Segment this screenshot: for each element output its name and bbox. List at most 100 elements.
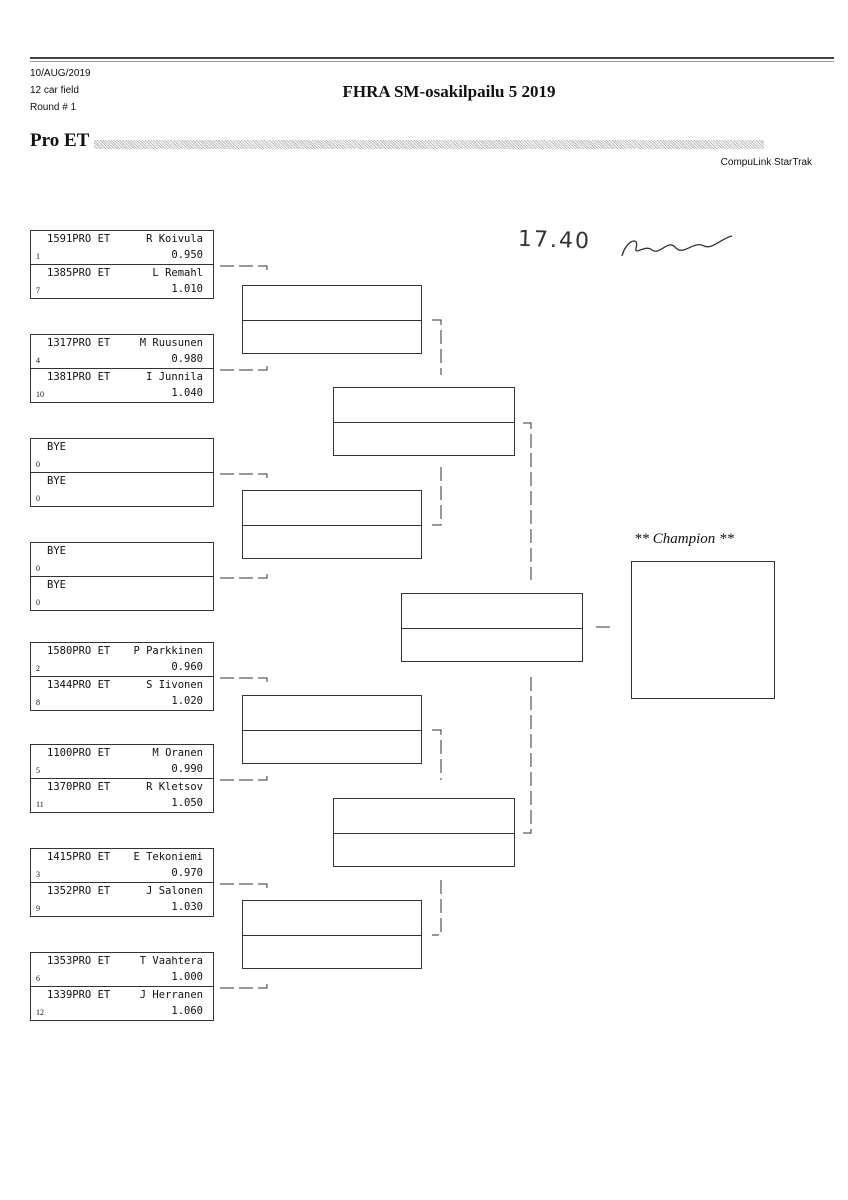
driver-name: T Vaahtera: [139, 955, 203, 967]
match-pair: 1415PRO ET E Tekoniemi 0.970 3 1352PRO ET J S…: [30, 848, 214, 917]
final-box: [401, 593, 583, 662]
seed-number: 10: [36, 390, 44, 399]
racer-slot: 1370PRO ET R Kletsov 1.050 11: [31, 778, 213, 812]
driver-name: R Kletsov: [146, 781, 203, 793]
event-date: 10/AUG/2019: [30, 68, 91, 79]
seed-number: 2: [36, 664, 40, 673]
seed-number: 0: [36, 494, 40, 503]
top-rule: [30, 57, 834, 59]
driver-name: L Remahl: [152, 267, 203, 279]
driver-name: J Salonen: [146, 885, 203, 897]
dial-in: 1.000: [171, 971, 203, 983]
round-2-box: [242, 695, 422, 764]
handwritten-signature: [621, 235, 733, 257]
class-shade-bar: [94, 140, 764, 149]
racer-slot: BYE 0: [31, 576, 213, 610]
dial-in: 0.950: [171, 249, 203, 261]
dial-in: 0.960: [171, 661, 203, 673]
match-pair: 1580PRO ET P Parkkinen 0.960 2 1344PRO ET S I…: [30, 642, 214, 711]
seed-number: 1: [36, 252, 40, 261]
car-number: 1591PRO ET: [47, 233, 111, 245]
driver-name: I Junnila: [146, 371, 203, 383]
seed-number: 3: [36, 870, 40, 879]
champion-box: [631, 561, 775, 699]
car-number: 1385PRO ET: [47, 267, 111, 279]
racer-slot: BYE 0: [31, 472, 213, 506]
racer-slot: 1580PRO ET P Parkkinen 0.960 2: [31, 643, 213, 676]
driver-name: S Iivonen: [146, 679, 203, 691]
dial-in: 1.060: [171, 1005, 203, 1017]
driver-name: M Ruusunen: [139, 337, 203, 349]
car-number: BYE: [47, 475, 66, 487]
seed-number: 9: [36, 904, 40, 913]
event-title: FHRA SM-osakilpailu 5 2019: [342, 82, 556, 101]
car-number: 1317PRO ET: [47, 337, 111, 349]
seed-number: 0: [36, 598, 40, 607]
top-rule-thin: [30, 61, 834, 62]
racer-slot: BYE 0: [31, 439, 213, 472]
round-2-box: [242, 490, 422, 559]
seed-number: 7: [36, 286, 40, 295]
round-2-box: [242, 900, 422, 969]
racer-slot: 1352PRO ET J Salonen 1.030 9: [31, 882, 213, 916]
seed-number: 0: [36, 460, 40, 469]
car-number: 1100PRO ET: [47, 747, 111, 759]
car-number: 1580PRO ET: [47, 645, 111, 657]
car-number: 1353PRO ET: [47, 955, 111, 967]
car-number: 1381PRO ET: [47, 371, 111, 383]
dial-in: 0.970: [171, 867, 203, 879]
dial-in: 1.040: [171, 387, 203, 399]
round-3-box: [333, 387, 515, 456]
class-name: Pro ET: [30, 130, 90, 151]
driver-name: E Tekoniemi: [133, 851, 203, 863]
seed-number: 12: [36, 1008, 44, 1017]
racer-slot: 1381PRO ET I Junnila 1.040 10: [31, 368, 213, 402]
car-number: 1415PRO ET: [47, 851, 111, 863]
seed-number: 11: [36, 800, 44, 809]
bracket-connectors: [220, 265, 614, 989]
champion-label: ** Champion **: [634, 531, 735, 547]
seed-number: 6: [36, 974, 40, 983]
racer-slot: 1344PRO ET S Iivonen 1.020 8: [31, 676, 213, 710]
round-number: Round # 1: [30, 102, 77, 113]
racer-slot: 1415PRO ET E Tekoniemi 0.970 3: [31, 849, 213, 882]
driver-name: M Oranen: [152, 747, 203, 759]
dial-in: 1.010: [171, 283, 203, 295]
match-pair: 1353PRO ET T Vaahtera 1.000 6 1339PRO ET J He…: [30, 952, 214, 1021]
field-size: 12 car field: [30, 85, 79, 96]
round-3-box: [333, 798, 515, 867]
car-number: 1344PRO ET: [47, 679, 111, 691]
match-pair: 1317PRO ET M Ruusunen 0.980 4 1381PRO ET I Ju…: [30, 334, 214, 403]
racer-slot: BYE 0: [31, 543, 213, 576]
seed-number: 0: [36, 564, 40, 573]
car-number: BYE: [47, 579, 66, 591]
car-number: 1352PRO ET: [47, 885, 111, 897]
seed-number: 4: [36, 356, 40, 365]
car-number: 1370PRO ET: [47, 781, 111, 793]
dial-in: 0.990: [171, 763, 203, 775]
dial-in: 1.020: [171, 695, 203, 707]
racer-slot: 1353PRO ET T Vaahtera 1.000 6: [31, 953, 213, 986]
driver-name: J Herranen: [139, 989, 203, 1001]
car-number: 1339PRO ET: [47, 989, 111, 1001]
racer-slot: 1339PRO ET J Herranen 1.060 12: [31, 986, 213, 1020]
dial-in: 0.980: [171, 353, 203, 365]
dial-in: 1.050: [171, 797, 203, 809]
brand-label: CompuLink StarTrak: [720, 157, 812, 168]
car-number: BYE: [47, 545, 66, 557]
racer-slot: 1317PRO ET M Ruusunen 0.980 4: [31, 335, 213, 368]
seed-number: 8: [36, 698, 40, 707]
racer-slot: 1385PRO ET L Remahl 1.010 7: [31, 264, 213, 298]
driver-name: P Parkkinen: [133, 645, 203, 657]
round-2-box: [242, 285, 422, 354]
car-number: BYE: [47, 441, 66, 453]
dial-in: 1.030: [171, 901, 203, 913]
